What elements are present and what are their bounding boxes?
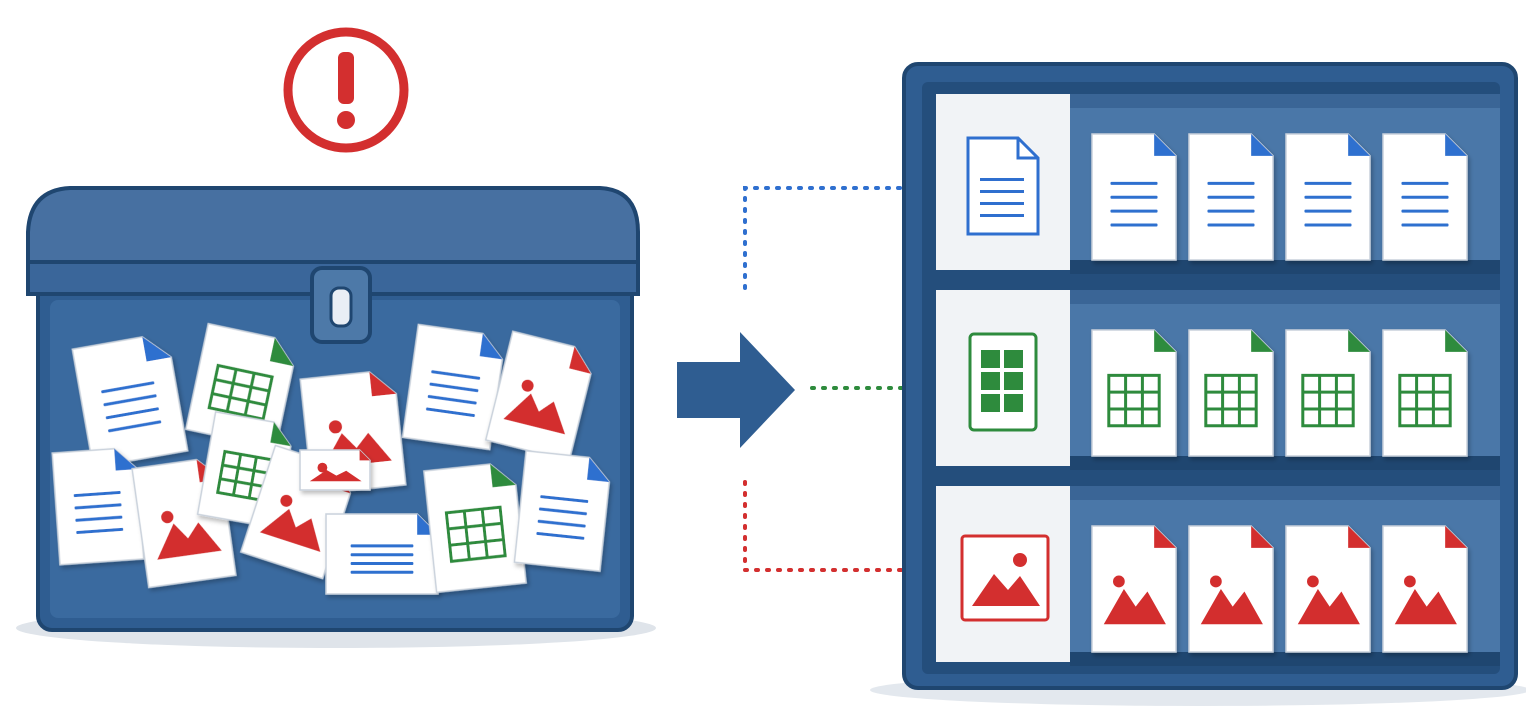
connector-lines [743, 186, 907, 572]
box-latch [310, 266, 372, 344]
image-file-card [484, 330, 592, 462]
spreadsheet-file-card [423, 463, 527, 594]
image-file-card [299, 449, 371, 491]
image-icon [960, 534, 1050, 622]
document-icon [966, 136, 1040, 236]
document-file-card [401, 323, 504, 451]
unsorted-storage-box [16, 186, 656, 648]
shelf-row-spreadsheet [936, 290, 1500, 470]
spreadsheet-file-card [184, 322, 295, 450]
document-file-card [1188, 133, 1274, 261]
document-file-card [51, 447, 145, 566]
document-file-card [71, 336, 189, 469]
spreadsheet-file-card [1285, 329, 1371, 457]
image-file-card [1382, 525, 1468, 653]
arrow-right-icon [677, 332, 795, 448]
connector-images [743, 480, 907, 572]
spreadsheet-file-card [1091, 329, 1177, 457]
document-file-card [1091, 133, 1177, 261]
image-file-card [1091, 525, 1177, 653]
spreadsheet-file-card [1188, 329, 1274, 457]
sorted-shelf [870, 62, 1526, 706]
document-file-card [325, 513, 439, 595]
connector-documents [743, 186, 907, 290]
document-file-card [1285, 133, 1371, 261]
image-file-card [1285, 525, 1371, 653]
document-file-card [1382, 133, 1468, 261]
shelf-row-document [936, 94, 1500, 274]
shelf-row-image [936, 486, 1500, 666]
document-file-card [513, 449, 611, 573]
image-file-card [1188, 525, 1274, 653]
exclamation-circle-icon [283, 27, 409, 153]
scattered-files [51, 322, 611, 595]
spreadsheet-file-card [1382, 329, 1468, 457]
spreadsheet-icon [968, 332, 1038, 432]
